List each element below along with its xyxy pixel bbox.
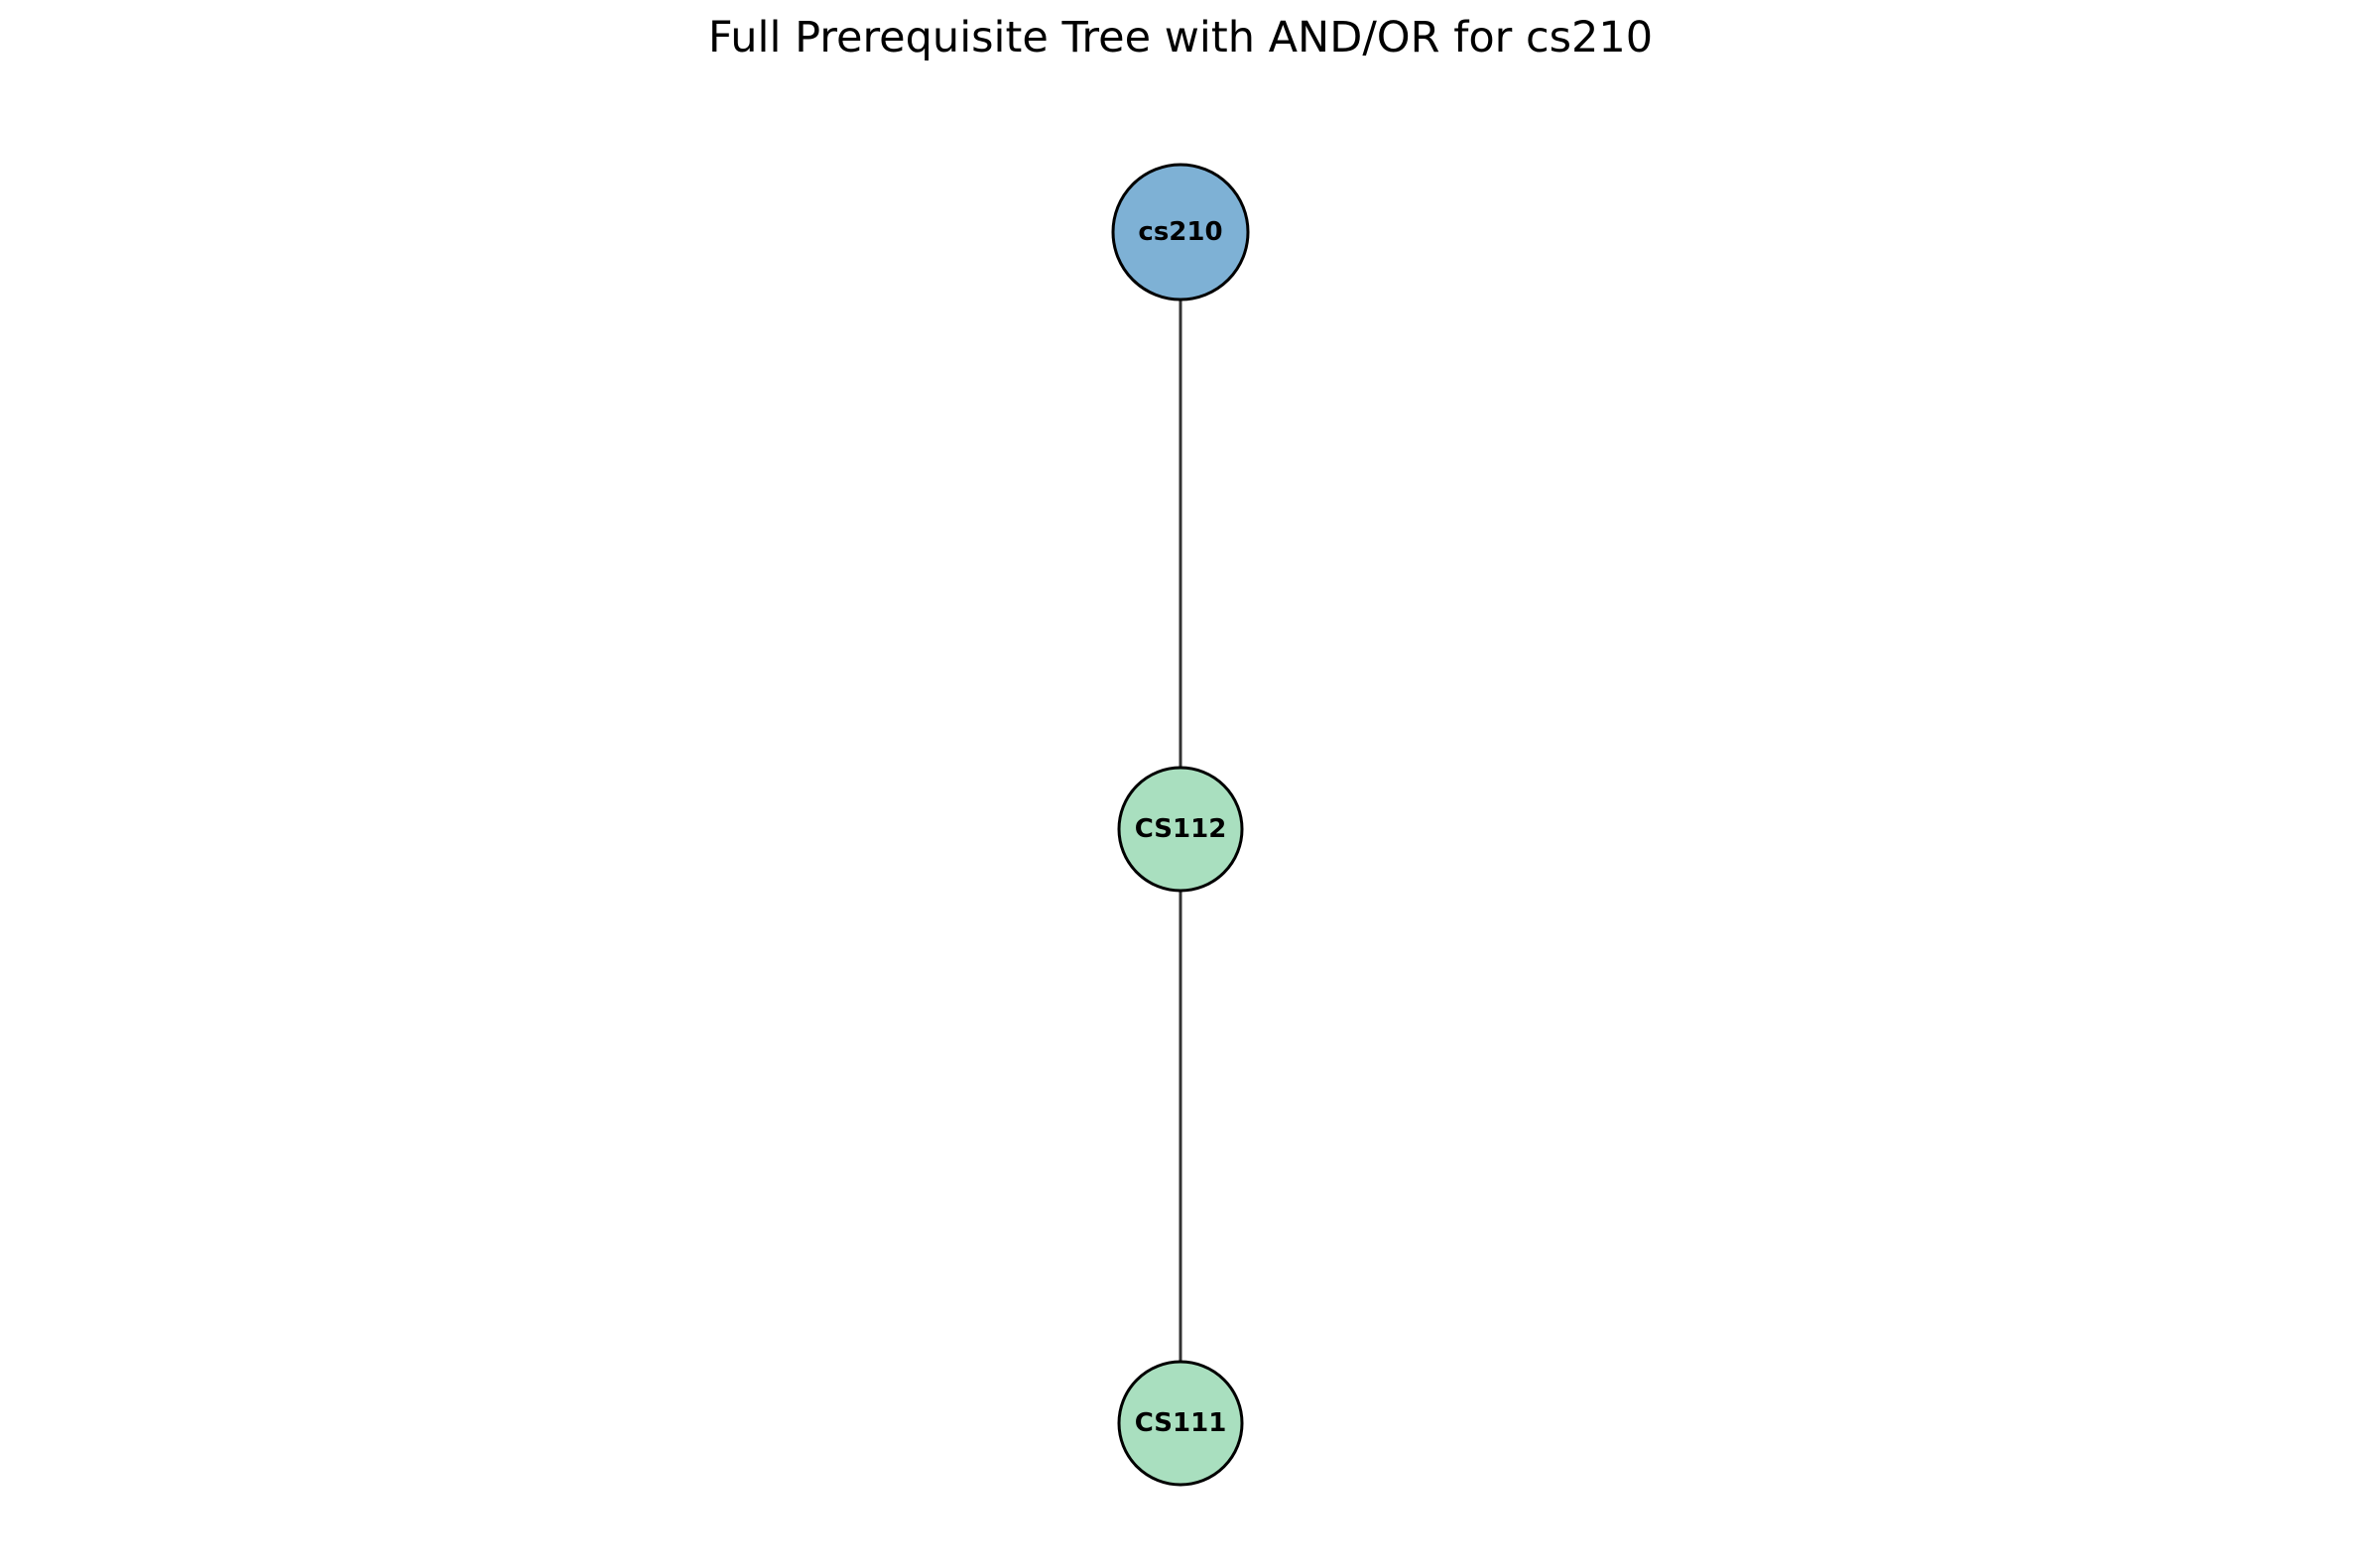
diagram-title: Full Prerequisite Tree with AND/OR for c… [708, 13, 1653, 62]
node-cs210: cs210 [1111, 163, 1250, 302]
node-cs210-circle [1111, 163, 1250, 302]
node-cs112-circle [1117, 766, 1244, 893]
node-cs111: CS111 [1117, 1360, 1244, 1487]
node-cs112: CS112 [1117, 766, 1244, 893]
node-cs210-label: cs210 [1138, 217, 1222, 247]
node-cs111-circle [1117, 1360, 1244, 1487]
node-cs111-label: CS111 [1135, 1408, 1227, 1438]
node-cs112-label: CS112 [1135, 814, 1227, 844]
